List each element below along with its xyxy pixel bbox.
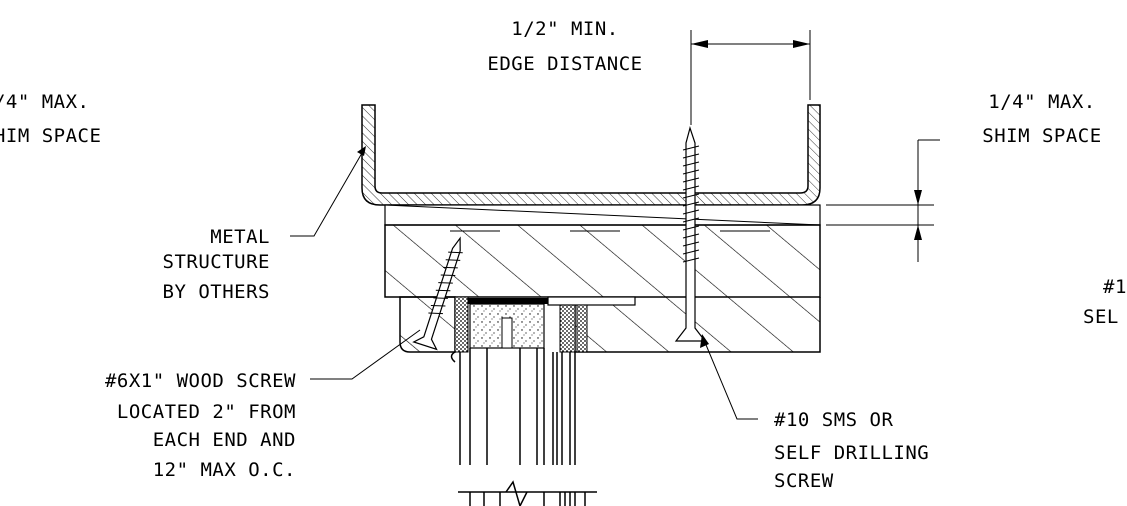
left-shim-label: 1/4" MAX. SHIM SPACE: [0, 91, 101, 147]
break-symbol: [458, 480, 597, 506]
wood-screw-label: #6X1" WOOD SCREW LOCATED 2" FROM EACH EN…: [105, 370, 296, 481]
right-cut-text-2: SEL: [1083, 306, 1119, 328]
shim-space-dimension: [826, 139, 940, 262]
mullion-section: [459, 348, 576, 465]
right-shim-text-2: SHIM SPACE: [982, 125, 1101, 147]
edge-distance-dimension: [690, 30, 811, 125]
wood-screw-text-3: EACH END AND: [153, 429, 296, 451]
metal-structure-text-1: METAL: [210, 226, 270, 248]
edge-distance-text-2: EDGE DISTANCE: [487, 53, 642, 75]
right-cut-text-1: #1: [1103, 276, 1127, 298]
edge-distance-label: 1/2" MIN. EDGE DISTANCE: [487, 18, 642, 75]
metal-structure-text-3: BY OTHERS: [163, 281, 270, 303]
wood-screw-text-1: #6X1" WOOD SCREW: [105, 370, 296, 392]
leader-lines: [290, 146, 758, 420]
wood-screw-text-2: LOCATED 2" FROM: [117, 401, 296, 423]
metal-channel: [361, 104, 821, 206]
sms-screw: [674, 125, 707, 342]
left-shim-text-1: 1/4" MAX.: [0, 91, 89, 113]
wood-screw-text-4: 12" MAX O.C.: [153, 459, 296, 481]
right-shim-text-1: 1/4" MAX.: [988, 91, 1095, 113]
edge-distance-text-1: 1/2" MIN.: [511, 18, 618, 40]
right-shim-label: 1/4" MAX. SHIM SPACE: [982, 91, 1101, 147]
metal-structure-label: METAL STRUCTURE BY OTHERS: [163, 226, 270, 303]
window-frame: [450, 296, 636, 363]
wood-screw: [412, 236, 463, 351]
right-cut-label: #1 SEL: [1083, 276, 1127, 328]
left-shim-text-2: SHIM SPACE: [0, 125, 101, 147]
sms-screw-text-1: #10 SMS OR: [774, 409, 893, 431]
shim-wedge: [384, 204, 821, 226]
sms-screw-label: #10 SMS OR SELF DRILLING SCREW: [774, 409, 929, 492]
metal-structure-text-2: STRUCTURE: [163, 251, 270, 273]
sms-screw-text-2: SELF DRILLING: [774, 442, 929, 464]
sms-screw-text-3: SCREW: [774, 470, 834, 492]
